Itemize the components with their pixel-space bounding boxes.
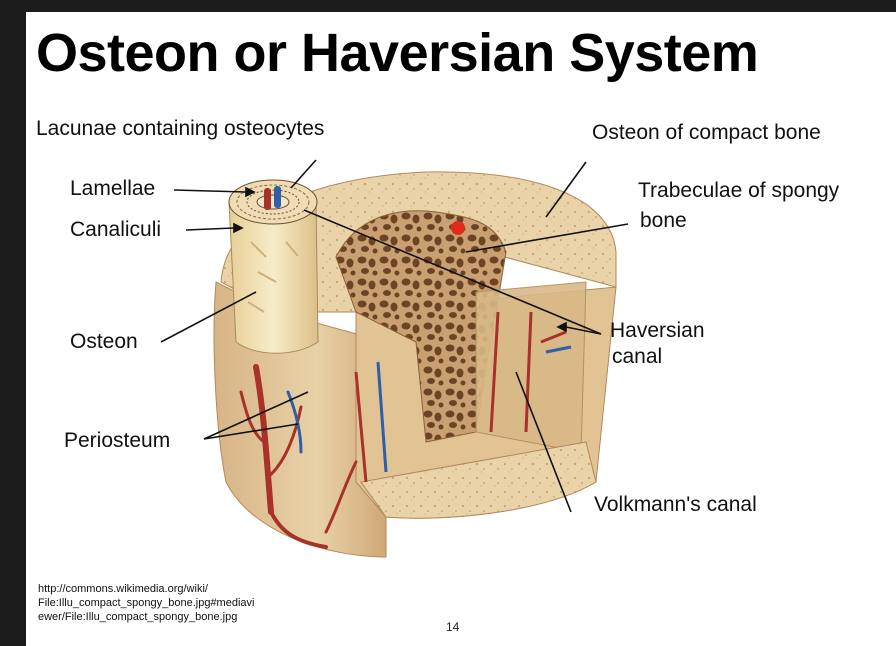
label-periosteum: Periosteum bbox=[64, 428, 170, 454]
slide: Osteon or Haversian System bbox=[26, 12, 896, 646]
source-citation: http://commons.wikimedia.org/wiki/ File:… bbox=[38, 582, 254, 624]
source-line-1: http://commons.wikimedia.org/wiki/ bbox=[38, 582, 254, 596]
label-lacunae: Lacunae containing osteocytes bbox=[36, 116, 324, 142]
label-lamellae: Lamellae bbox=[70, 176, 155, 202]
label-haversian-line1: Haversian bbox=[610, 318, 705, 344]
label-canaliculi: Canaliculi bbox=[70, 217, 161, 243]
label-haversian-line2: canal bbox=[612, 344, 662, 370]
marker-dot bbox=[451, 221, 465, 235]
label-trabeculae-line1: Trabeculae of spongy bbox=[638, 178, 839, 204]
label-trabeculae-line2: bone bbox=[640, 208, 687, 234]
page-number: 14 bbox=[446, 620, 459, 634]
osteon-cylinder bbox=[229, 180, 318, 353]
source-line-3: ewer/File:Illu_compact_spongy_bone.jpg bbox=[38, 610, 254, 624]
source-line-2: File:Illu_compact_spongy_bone.jpg#mediav… bbox=[38, 596, 254, 610]
label-osteon: Osteon bbox=[70, 329, 138, 355]
label-osteon-compact: Osteon of compact bone bbox=[592, 120, 821, 146]
bone-diagram bbox=[26, 12, 896, 646]
label-volkmann: Volkmann's canal bbox=[594, 492, 757, 518]
